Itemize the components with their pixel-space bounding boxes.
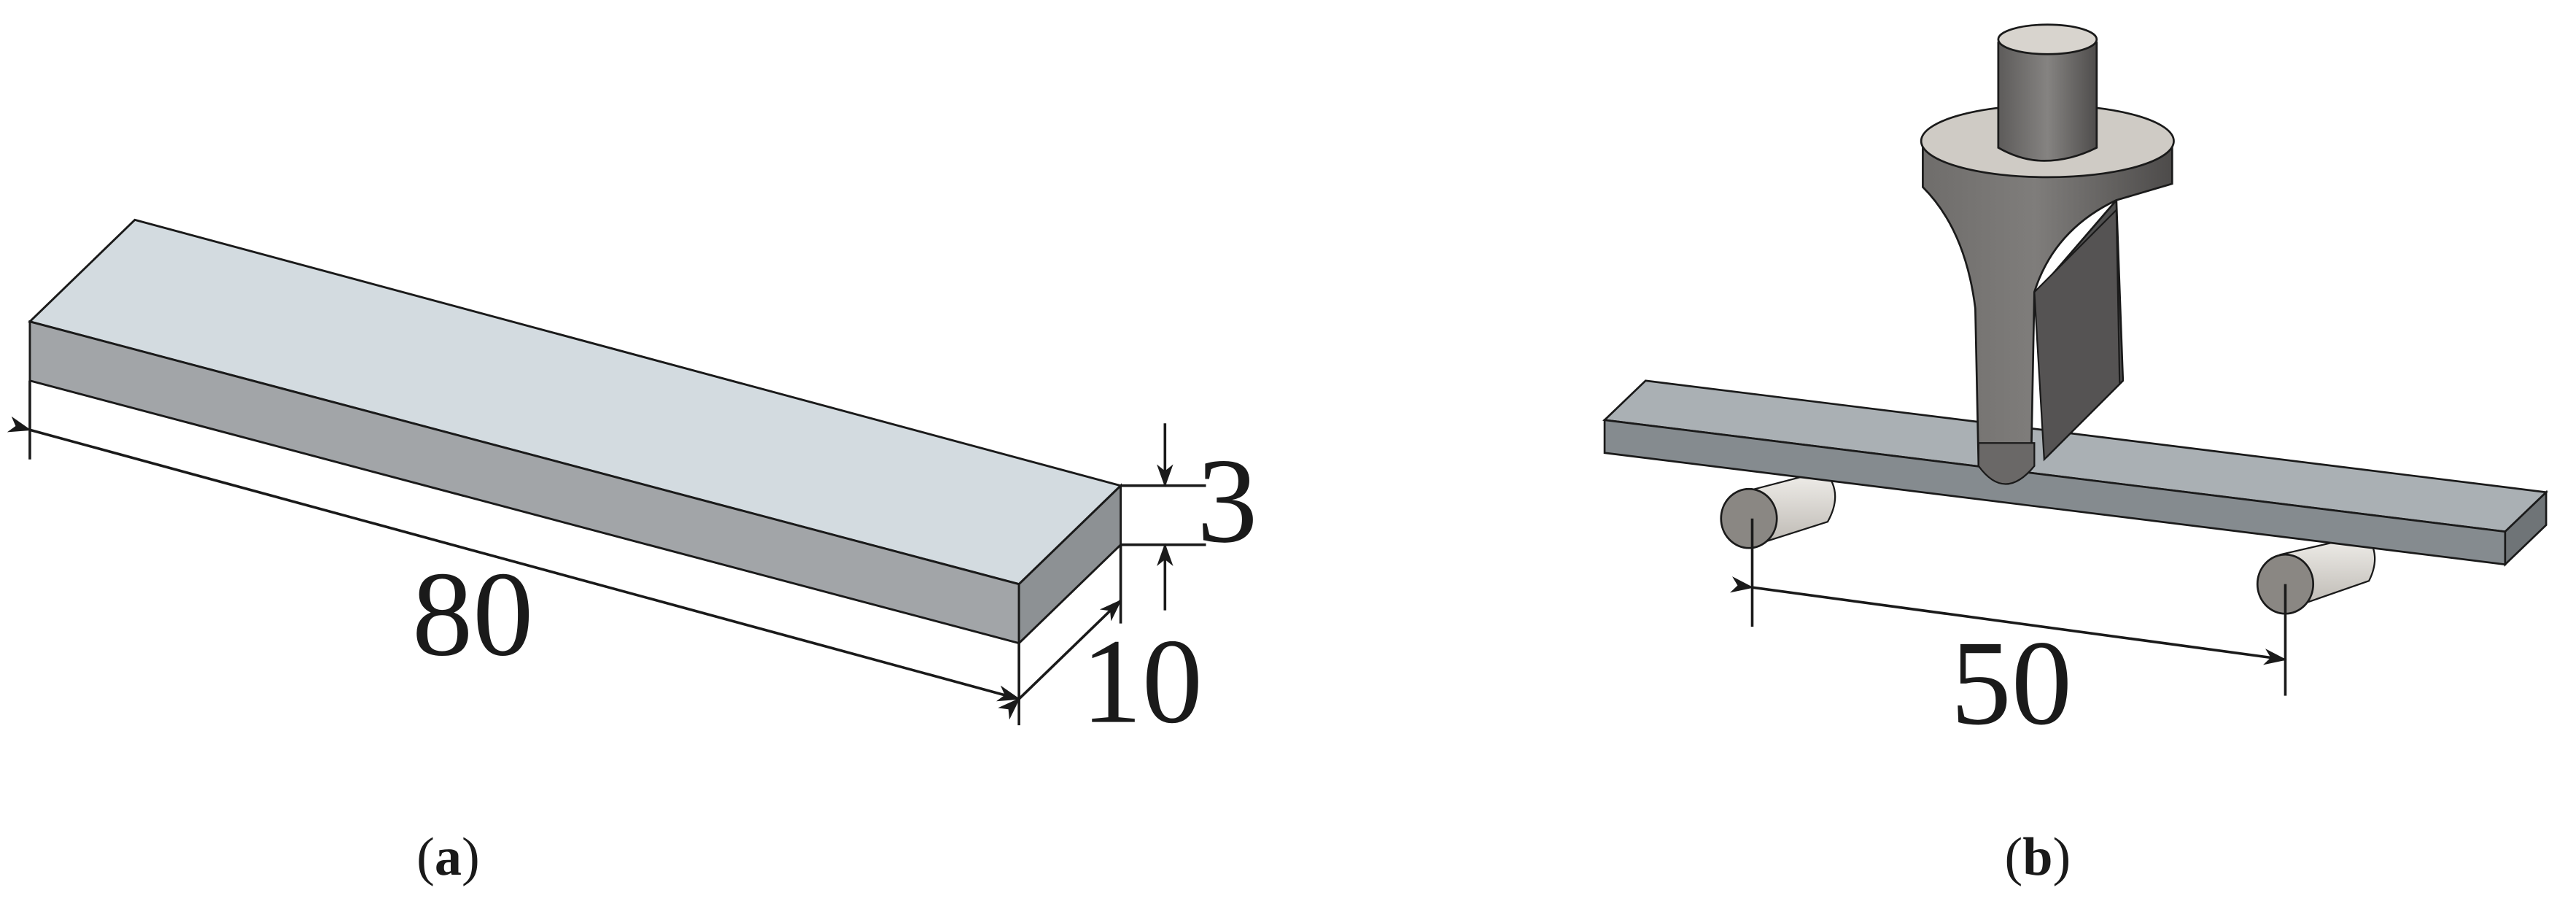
punch-shaft-top [1997, 23, 2098, 55]
punch-nose [1977, 442, 2036, 485]
caption-b: (b) [2004, 827, 2071, 887]
width-value: 10 [1082, 615, 1203, 749]
punch-shaft [1997, 42, 2098, 162]
punch-slot-face [2033, 208, 2121, 462]
left-roller-end [1720, 487, 1778, 549]
left-support-roller [1720, 470, 1836, 549]
caption-a: (a) [416, 827, 480, 887]
span-value: 50 [1951, 616, 2072, 751]
caption-b-letter: b [2022, 827, 2052, 887]
panel-b-dimensions [1730, 518, 2287, 696]
loading-punch [1920, 23, 2175, 485]
caption-a-open: ( [416, 827, 435, 887]
caption-b-open: ( [2004, 827, 2022, 887]
length-value: 80 [412, 547, 533, 681]
span-dimension-line [1730, 576, 2287, 665]
caption-a-close: ) [462, 827, 480, 887]
width-dimension-line [998, 599, 1122, 720]
panel-b-setup [1602, 23, 2549, 615]
length-dimension-line [7, 416, 1021, 702]
caption-b-close: ) [2052, 827, 2071, 887]
panel-a-specimen [28, 218, 1123, 646]
thickness-value: 3 [1197, 434, 1257, 568]
panel-a-dimensions [7, 380, 1206, 726]
caption-a-letter: a [435, 827, 462, 887]
bar-end-face [2504, 490, 2548, 567]
